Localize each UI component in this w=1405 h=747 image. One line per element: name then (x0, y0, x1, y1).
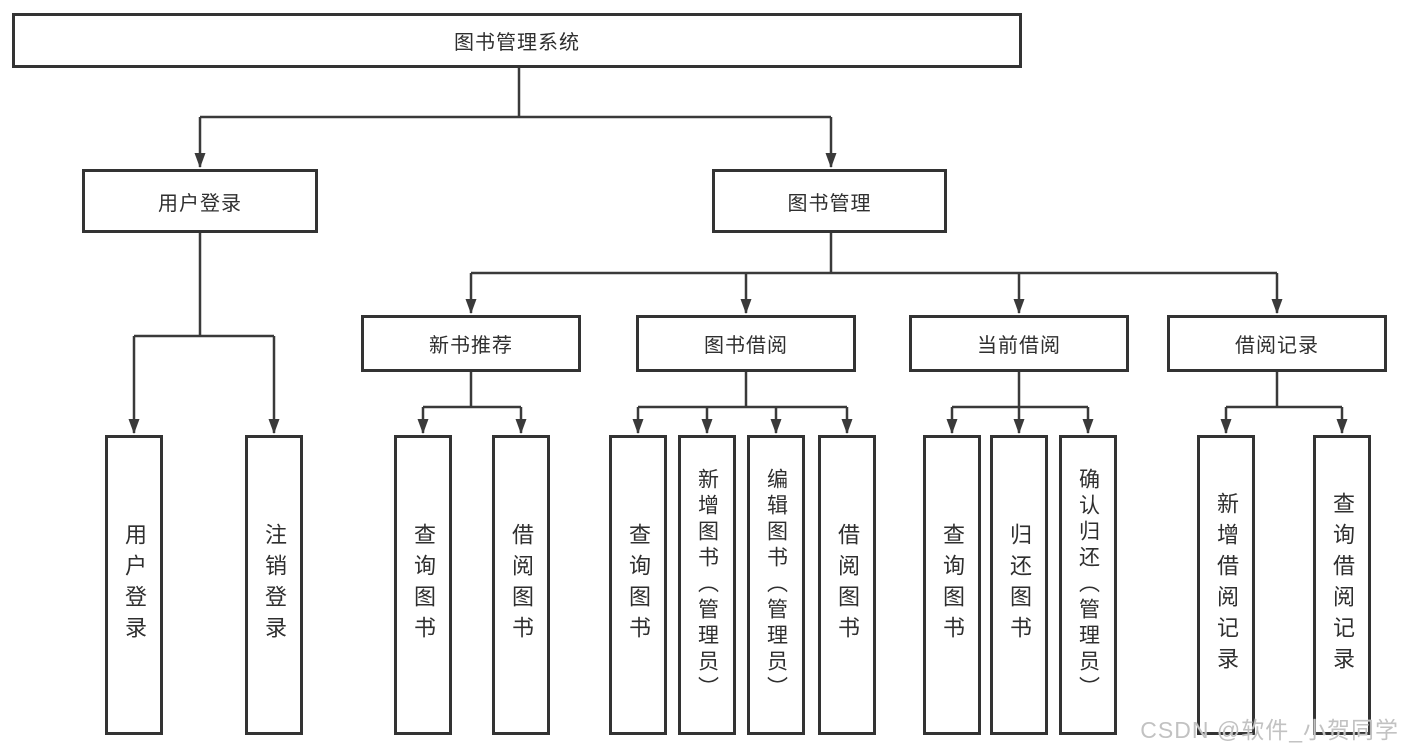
leaf-label: 注销登录 (262, 523, 287, 647)
leaf-edit-book-admin: 编辑图书（管理员） (747, 435, 805, 735)
leaf-label: 新增借阅记录 (1214, 492, 1239, 678)
leaf-query-book-borrow: 查询图书 (609, 435, 667, 735)
leaf-label: 借阅图书 (835, 523, 860, 647)
node-label: 图书借阅 (704, 335, 788, 357)
leaf-confirm-return-admin: 确认归还（管理员） (1059, 435, 1117, 735)
csdn-watermark: CSDN @软件_小贺同学 (1140, 717, 1399, 743)
leaf-label: 编辑图书（管理员） (764, 468, 788, 702)
node-user-login: 用户登录 (82, 169, 318, 233)
leaf-logout: 注销登录 (245, 435, 303, 735)
leaf-add-borrow-record: 新增借阅记录 (1197, 435, 1255, 735)
leaf-borrow-book: 借阅图书 (818, 435, 876, 735)
node-label: 图书管理系统 (454, 32, 580, 54)
leaf-query-book-recommend: 查询图书 (394, 435, 452, 735)
node-label: 借阅记录 (1235, 335, 1319, 357)
leaf-label: 查询图书 (626, 523, 651, 647)
node-book-borrow: 图书借阅 (636, 315, 856, 372)
node-label: 图书管理 (787, 192, 872, 215)
node-book-management: 图书管理 (712, 169, 947, 233)
leaf-label: 查询图书 (940, 523, 965, 647)
node-label: 用户登录 (158, 192, 242, 215)
leaf-query-book-current: 查询图书 (923, 435, 981, 735)
node-system-root: 图书管理系统 (12, 13, 1022, 68)
leaf-return-book: 归还图书 (990, 435, 1048, 735)
leaf-label: 查询借阅记录 (1330, 492, 1355, 678)
leaf-add-book-admin: 新增图书（管理员） (678, 435, 736, 735)
leaf-label: 查询图书 (411, 523, 436, 647)
node-new-book-recommend: 新书推荐 (361, 315, 581, 372)
leaf-label: 归还图书 (1007, 523, 1032, 647)
node-borrow-record: 借阅记录 (1167, 315, 1387, 372)
leaf-label: 用户登录 (122, 523, 147, 647)
leaf-label: 新增图书（管理员） (695, 468, 719, 702)
leaf-borrow-book-recommend: 借阅图书 (492, 435, 550, 735)
leaf-user-login: 用户登录 (105, 435, 163, 735)
node-current-borrow: 当前借阅 (909, 315, 1129, 372)
leaf-query-borrow-record: 查询借阅记录 (1313, 435, 1371, 735)
node-label: 新书推荐 (429, 335, 513, 357)
node-label: 当前借阅 (977, 335, 1061, 357)
leaf-label: 借阅图书 (509, 523, 534, 647)
leaf-label: 确认归还（管理员） (1076, 468, 1100, 702)
